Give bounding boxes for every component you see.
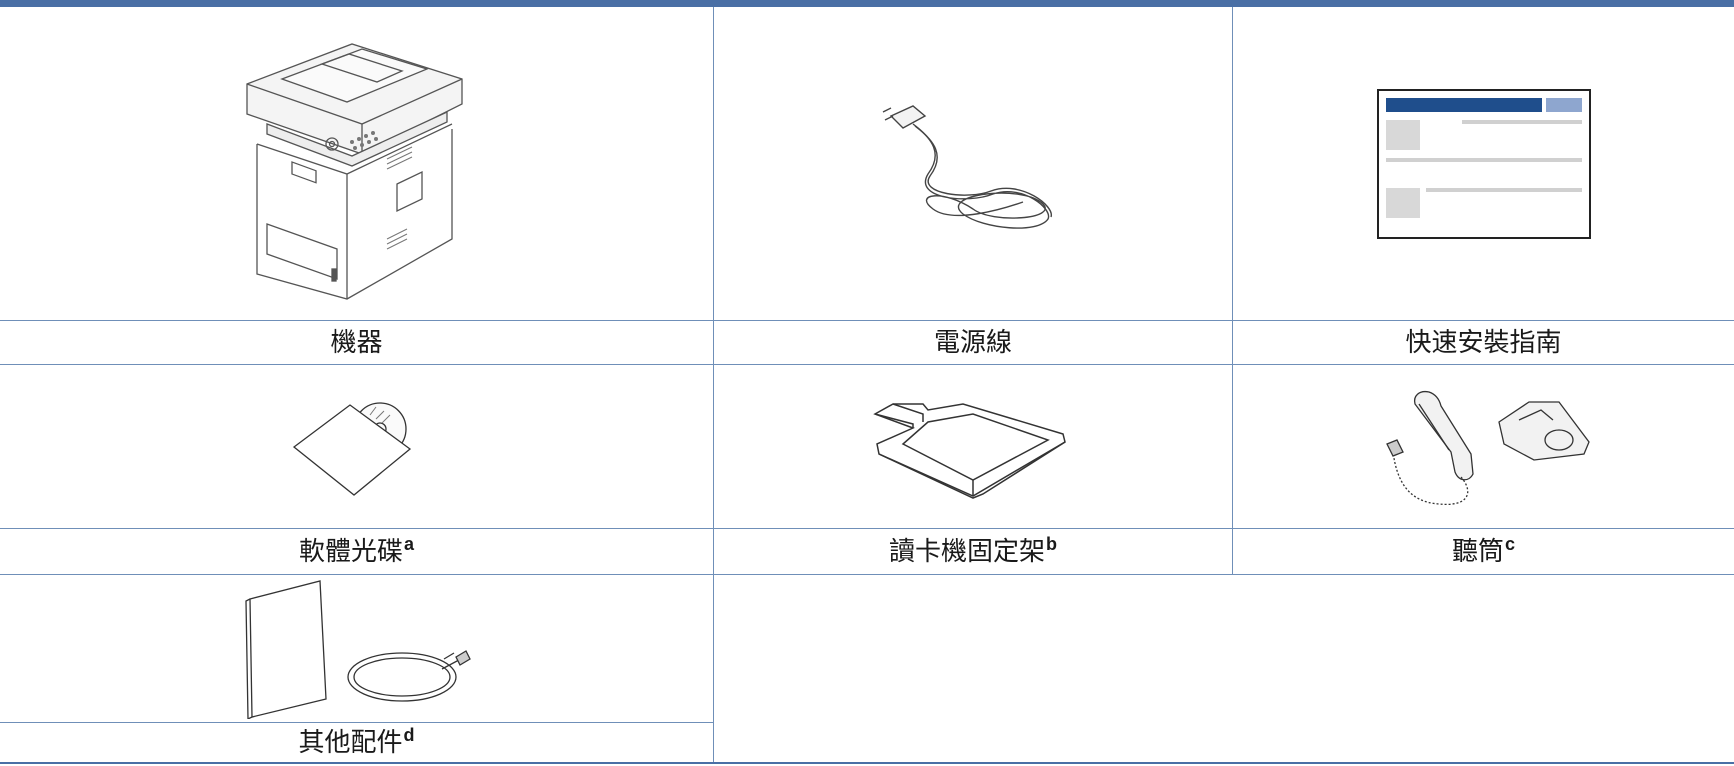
row-divider [0,364,1734,365]
card-reader-bracket-icon [873,402,1066,499]
column-divider [1232,7,1233,574]
item-label-text: 電源線 [933,327,1012,358]
row-divider [0,528,1734,529]
other-accessories-icon [244,579,471,719]
item-label-text: 聽筒 [1451,536,1504,567]
item-label: 機器 [0,321,713,364]
row-divider [0,722,713,723]
item-label-text: 軟體光碟 [298,536,403,567]
handset-image-cell [1233,365,1734,528]
item-label-text: 讀卡機固定架 [888,536,1045,567]
printer-image-cell [0,7,713,320]
row-divider [0,320,1734,321]
power-cord-icon [882,104,1052,229]
footnote-marker: c [1505,533,1516,554]
quick-guide-icon [1376,88,1591,239]
handset-icon [1385,390,1590,505]
item-label-text: 快速安裝指南 [1405,327,1562,358]
item-label: 快速安裝指南 [1233,321,1734,364]
top-accent-bar [0,0,1734,7]
quick-guide-image-cell [1233,7,1734,320]
item-label-text: 機器 [330,327,383,358]
row-divider [0,574,1734,575]
software-cd-icon [292,401,411,496]
software-cd-image-cell [0,365,713,528]
item-label-text: 其他配件 [298,727,403,758]
item-label: 電源線 [714,321,1232,364]
footnote-marker: d [403,724,415,745]
column-divider [713,7,714,764]
footnote-marker: b [1046,533,1057,554]
bottom-border [0,762,1734,764]
other-accessories-image-cell [0,575,713,722]
power-cord-image-cell [714,7,1232,320]
footnote-marker: a [404,533,415,554]
printer-icon [245,42,463,300]
card-reader-bracket-image-cell [714,365,1232,528]
